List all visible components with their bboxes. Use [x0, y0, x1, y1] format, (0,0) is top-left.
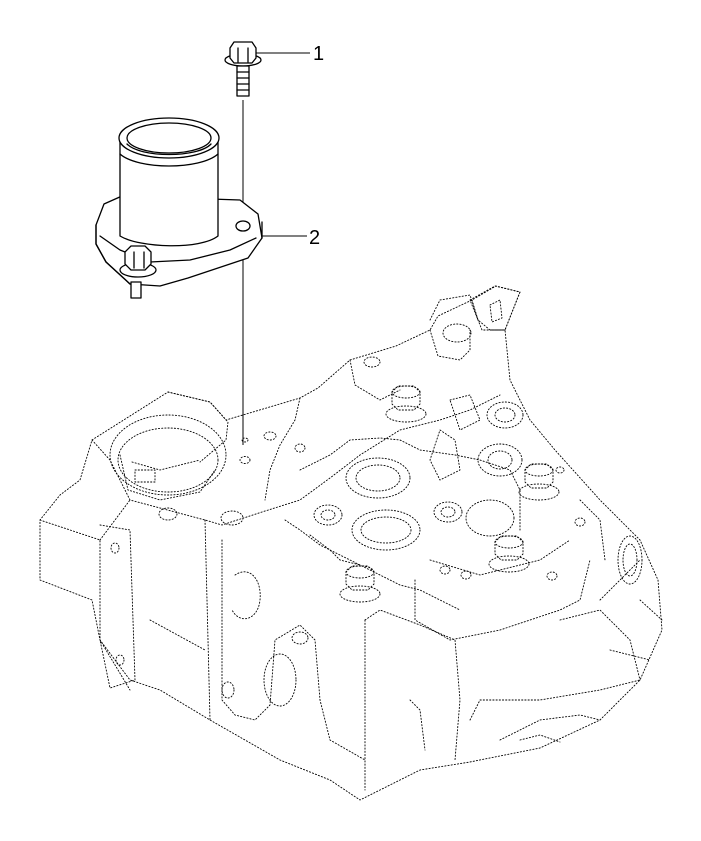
bolt-part-1	[224, 41, 262, 97]
head-bolt	[518, 463, 560, 501]
thermostat-housing-part-2	[95, 117, 263, 299]
callout-1: 1	[256, 43, 324, 65]
head-bolt	[488, 535, 530, 573]
head-bolts	[339, 385, 560, 603]
cylinder-head	[39, 285, 663, 801]
callout-label-2: 2	[309, 227, 320, 249]
callout-2: 2	[262, 227, 320, 249]
head-bolt	[339, 565, 381, 603]
callout-label-1: 1	[313, 43, 324, 65]
head-bolt	[385, 385, 427, 423]
